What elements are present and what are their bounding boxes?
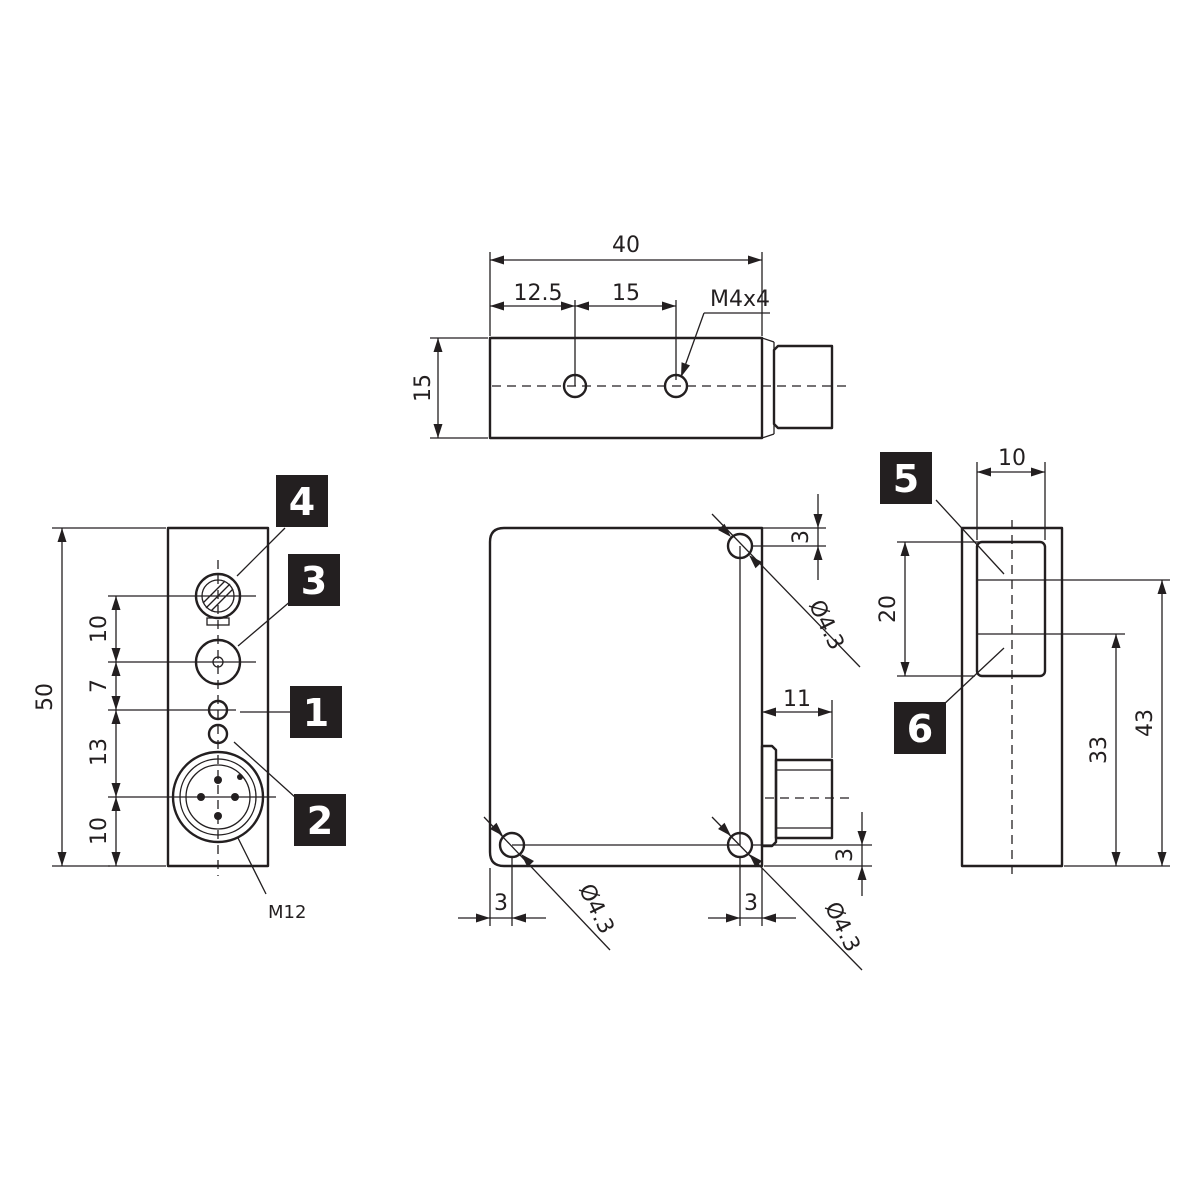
dim-total-width: 40 — [612, 233, 640, 258]
dim-left-height: 50 — [33, 683, 58, 711]
dim-left-b: 7 — [87, 679, 112, 693]
callout-6: 6 — [894, 702, 946, 754]
callout-3-label: 3 — [301, 559, 327, 603]
callout-5-label: 5 — [893, 457, 919, 501]
callout-6-label: 6 — [907, 707, 933, 751]
connector-label: M12 — [268, 902, 306, 923]
dim-left-hole-offset: 3 — [494, 891, 508, 916]
dim-hole-offset: 12.5 — [514, 281, 563, 306]
callout-4: 4 — [276, 475, 328, 527]
thread-label: M4x4 — [710, 287, 770, 312]
hole-diameter-bottom-right: Ø4.3 — [819, 898, 864, 956]
dim-connector-length: 11 — [783, 687, 811, 712]
top-view: 40 12.5 15 M4x4 15 — [411, 233, 852, 440]
callout-2-label: 2 — [307, 799, 333, 843]
hole-diameter-bottom-left: Ø4.3 — [573, 880, 618, 938]
dim-height-43: 43 — [1133, 709, 1158, 737]
callout-2: 2 — [294, 794, 346, 846]
dim-top-hole-offset: 3 — [789, 530, 814, 544]
led-2 — [207, 723, 229, 745]
left-view: 50 10 7 13 10 M12 — [33, 526, 306, 923]
hole-diameter-top: Ø4.3 — [803, 596, 848, 654]
callout-1-label: 1 — [303, 691, 329, 735]
front-mount-hole-bottom-left — [498, 831, 526, 859]
callout-1: 1 — [290, 686, 342, 738]
dim-top-height: 15 — [411, 374, 436, 402]
dim-left-c: 13 — [87, 738, 112, 766]
top-view-connector — [772, 344, 834, 430]
front-view-connector — [774, 758, 834, 840]
dim-left-a: 10 — [87, 615, 112, 643]
front-view-housing — [488, 526, 764, 868]
sensor-window — [975, 540, 1047, 678]
dim-bottom-hole-offset: 3 — [833, 848, 858, 862]
front-view: 3 Ø4.3 11 3 3 Ø4.3 — [458, 494, 872, 971]
right-view: 10 20 33 43 — [876, 446, 1170, 876]
callout-3: 3 — [288, 554, 340, 606]
dim-window-height: 20 — [876, 595, 901, 623]
dim-height-33: 33 — [1087, 736, 1112, 764]
dim-window-width: 10 — [998, 446, 1026, 471]
top-view-housing — [488, 336, 764, 440]
dim-hole-spacing: 15 — [612, 281, 640, 306]
callout-4-label: 4 — [289, 480, 315, 524]
dim-right-hole-offset: 3 — [744, 891, 758, 916]
dim-left-d: 10 — [87, 817, 112, 845]
callout-5: 5 — [880, 452, 932, 504]
